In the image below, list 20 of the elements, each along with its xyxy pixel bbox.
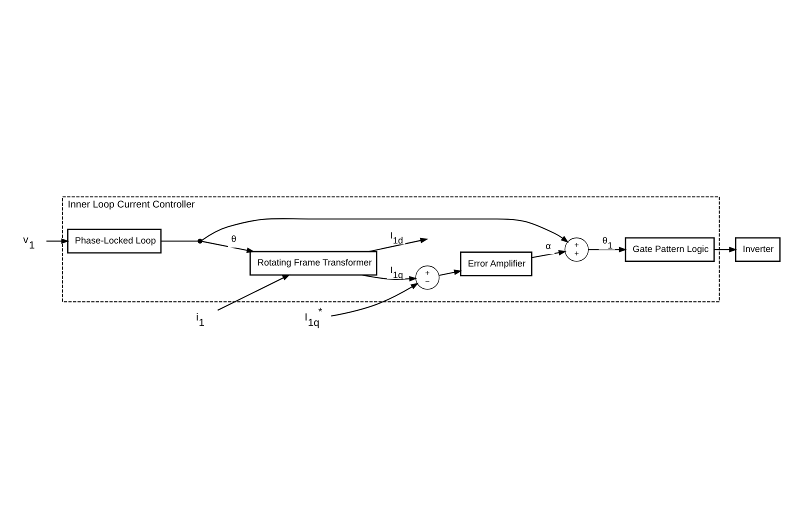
node-box: Rotating Frame Transformer xyxy=(250,250,378,276)
edge-label: α xyxy=(546,240,551,250)
node-circle xyxy=(198,238,202,244)
edge-label: θ xyxy=(231,234,236,244)
arrow xyxy=(439,269,462,276)
arrow xyxy=(331,282,419,316)
node-box: Gate Pattern Logic xyxy=(624,236,715,262)
arrow xyxy=(202,240,255,252)
arrow xyxy=(217,274,290,310)
arrow xyxy=(46,238,70,244)
arrow xyxy=(202,218,569,242)
arrow xyxy=(588,246,627,252)
node-box: Inverter xyxy=(734,236,781,262)
arrow xyxy=(714,246,738,252)
node-box: Phase-Locked Loop xyxy=(67,228,162,253)
arrow xyxy=(362,274,418,282)
connector xyxy=(161,240,198,242)
arrow xyxy=(532,249,567,258)
node-box: Error Amplifier xyxy=(460,251,532,276)
arrow xyxy=(368,237,428,252)
